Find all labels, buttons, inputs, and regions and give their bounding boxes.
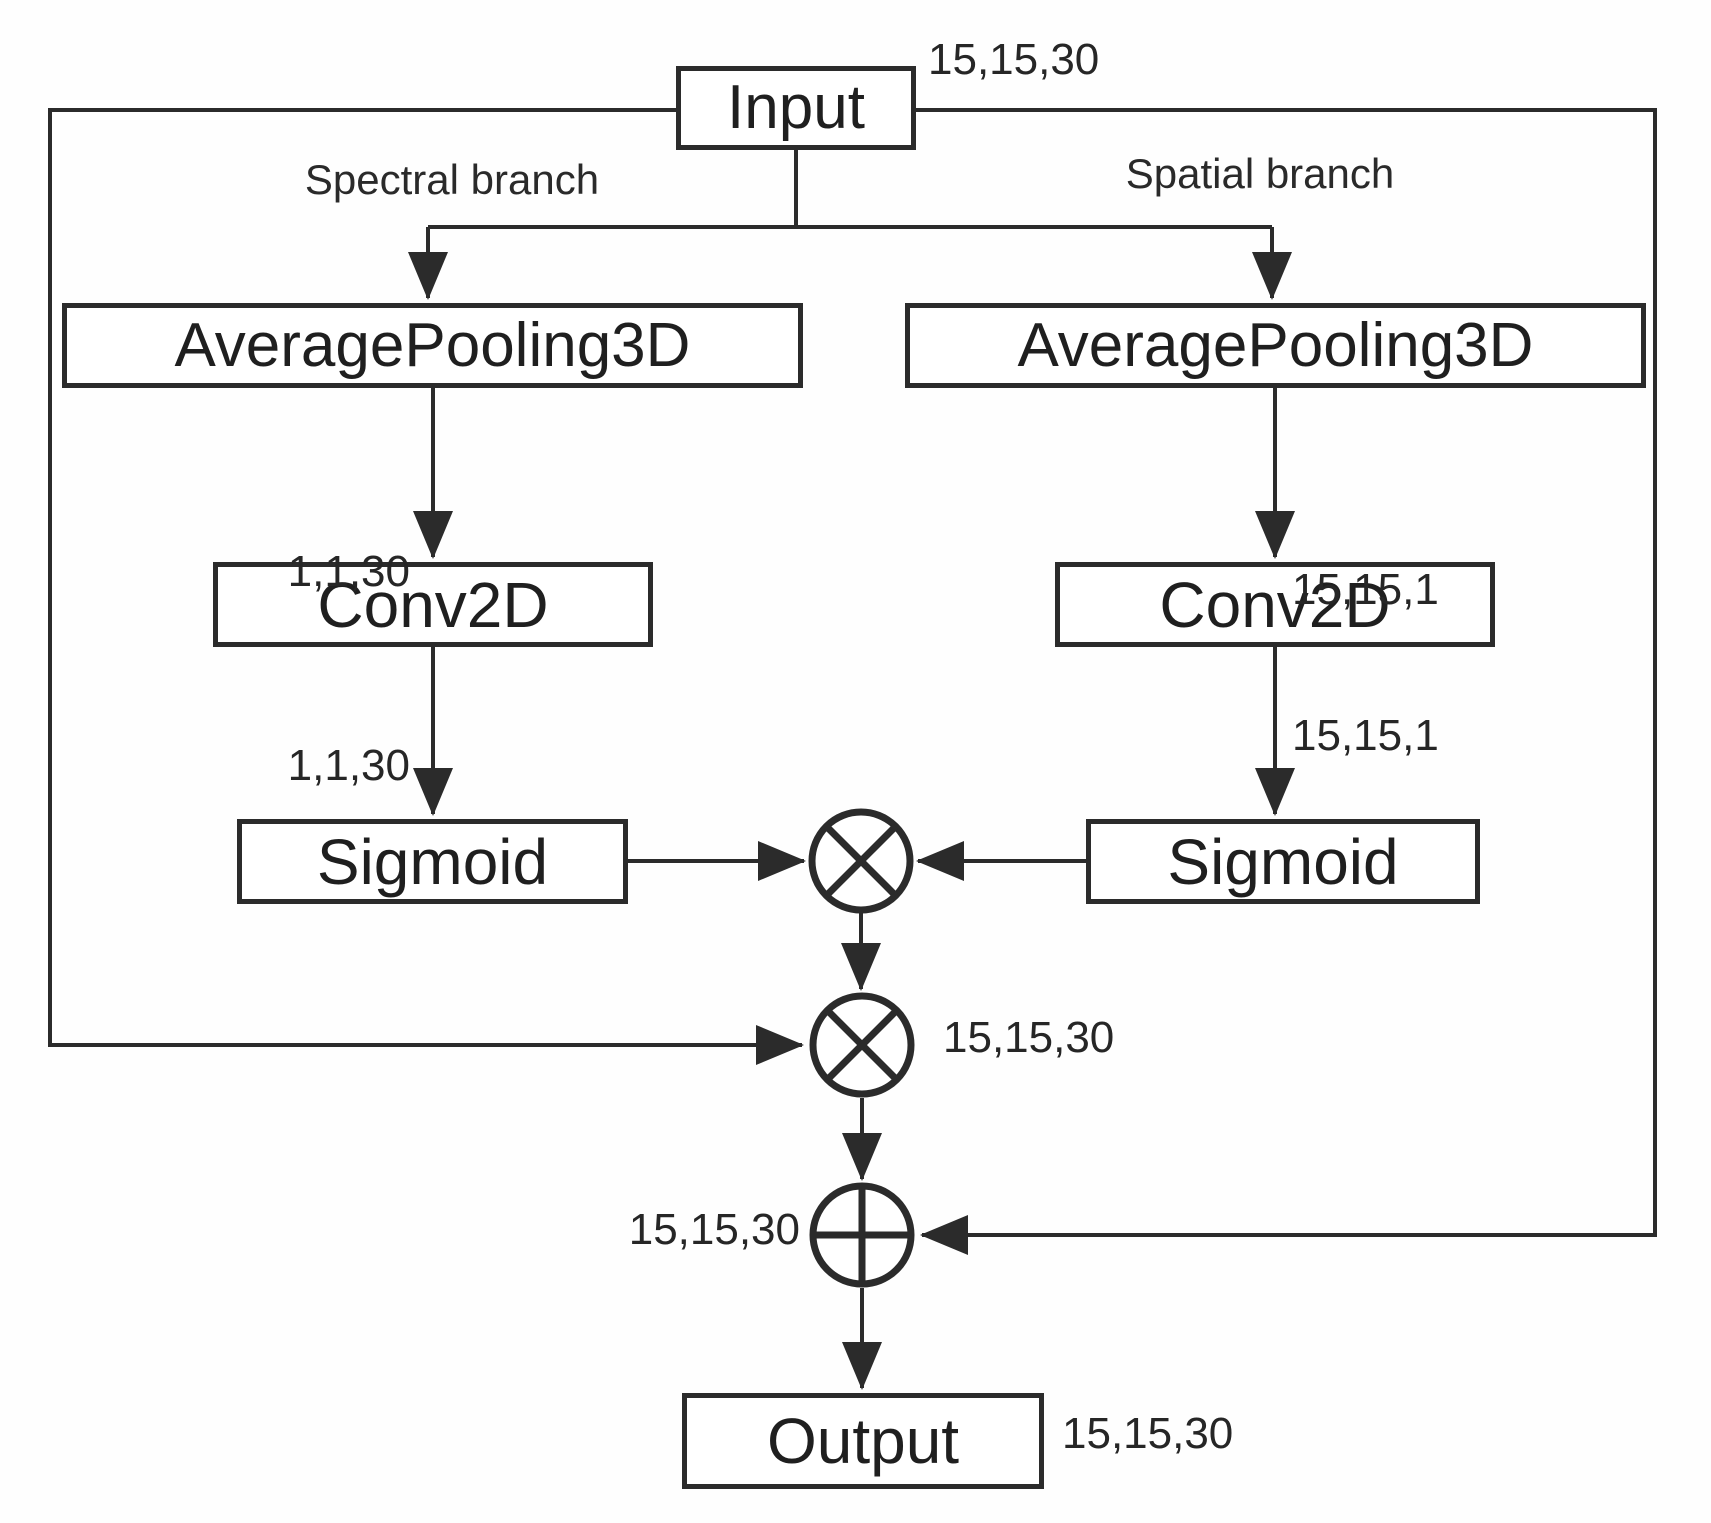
avgpool-spectral-label: AveragePooling3D (174, 310, 691, 380)
spatial-branch-label: Spatial branch (1125, 150, 1395, 197)
avgpool-spatial-label: AveragePooling3D (1017, 310, 1534, 380)
dim-attention-multiply-out: 15,15,30 (943, 1013, 1115, 1062)
circle-multiply-icon (808, 808, 914, 914)
avgpool-spatial-node: AveragePooling3D (905, 303, 1646, 388)
dim-residual-add-in: 15,15,30 (628, 1205, 800, 1254)
avgpool-spectral-node: AveragePooling3D (62, 303, 803, 388)
sigmoid-spatial-label: Sigmoid (1167, 825, 1399, 898)
output-node: Output (682, 1393, 1044, 1489)
conv-spatial-node: Conv2D (1055, 562, 1495, 647)
dim-spatial-conv-out: 15,15,1 (1292, 711, 1439, 760)
output-node-label: Output (766, 1405, 960, 1477)
conv-spatial-label: Conv2D (1159, 568, 1391, 641)
sigmoid-spectral-label: Sigmoid (316, 825, 549, 898)
input-node: Input (676, 66, 916, 150)
dim-spectral-conv-out: 1,1,30 (287, 741, 410, 790)
edge-input-to-multiply2 (48, 108, 804, 1065)
edge-input-to-add (916, 108, 1657, 1255)
spectral-branch-label: Spectral branch (304, 156, 600, 203)
sigmoid-spatial-node: Sigmoid (1086, 819, 1480, 904)
dim-output: 15,15,30 (1062, 1409, 1234, 1458)
circle-plus-icon (809, 1182, 915, 1288)
conv-spectral-node: Conv2D (213, 562, 653, 647)
input-node-label: Input (727, 73, 865, 142)
dim-spatial-pool-out: 15,15,1 (1292, 565, 1439, 614)
sigmoid-spectral-node: Sigmoid (237, 819, 628, 904)
dim-spectral-pool-out: 1,1,30 (287, 547, 410, 596)
conv-spectral-label: Conv2D (317, 568, 549, 641)
circle-multiply-icon (809, 992, 915, 1098)
dim-input-output: 15,15,30 (928, 35, 1100, 84)
